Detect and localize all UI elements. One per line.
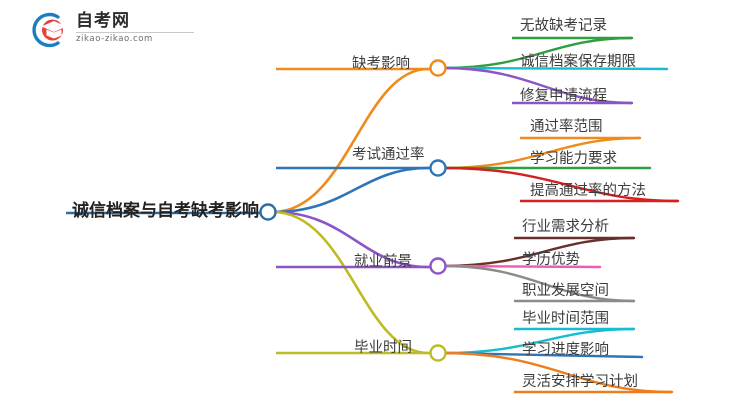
branch-connector-4 [271, 210, 430, 355]
leaf-connector-4-3 [441, 351, 674, 394]
leaf-connector-2-1 [441, 136, 642, 170]
leaf-label-1-3[interactable]: 修复申请流程 [520, 88, 607, 104]
leaf-label-4-1[interactable]: 毕业时间范围 [522, 311, 609, 327]
logo-domain: zikao-zikao.com [76, 34, 153, 44]
logo-text: 自考网 zikao-zikao.com [76, 11, 206, 45]
leaf-connector-1-2 [441, 66, 669, 71]
branch-label-2[interactable]: 考试通过率 [352, 147, 425, 163]
branch-connector-2 [271, 166, 430, 214]
leaf-label-1-1[interactable]: 无故缺考记录 [520, 18, 607, 34]
logo-title: 自考网 [76, 11, 130, 31]
branch-label-1[interactable]: 缺考影响 [352, 56, 410, 72]
root-node[interactable] [259, 203, 277, 221]
leaf-label-4-3[interactable]: 灵活安排学习计划 [522, 374, 638, 390]
leaf-label-2-3[interactable]: 提高通过率的方法 [530, 183, 646, 199]
branch-connector-3 [271, 210, 430, 269]
leaf-label-3-1[interactable]: 行业需求分析 [522, 219, 609, 235]
leaf-label-2-2[interactable]: 学习能力要求 [530, 151, 617, 167]
logo-mark-icon [32, 12, 67, 48]
branch-connector-1 [271, 67, 430, 214]
leaf-connector-3-3 [441, 264, 636, 303]
branch-node-1[interactable] [429, 59, 447, 77]
logo-divider [76, 32, 194, 33]
branch-label-4[interactable]: 毕业时间 [354, 340, 412, 356]
leaf-connector-1-3 [441, 66, 634, 105]
leaf-label-3-3[interactable]: 职业发展空间 [522, 283, 609, 299]
branch-node-2[interactable] [429, 159, 447, 177]
leaf-connector-2-3 [441, 166, 680, 203]
leaf-label-1-2[interactable]: 诚信档案保存期限 [520, 54, 636, 70]
branch-node-4[interactable] [429, 344, 447, 362]
leaf-label-4-2[interactable]: 学习进度影响 [522, 342, 609, 358]
branch-node-3[interactable] [429, 257, 447, 275]
leaf-label-2-1[interactable]: 通过率范围 [530, 119, 603, 135]
leaf-connector-1-1 [441, 36, 634, 70]
site-logo: 自考网 zikao-zikao.com [28, 8, 208, 52]
branch-label-3[interactable]: 就业前景 [354, 254, 412, 270]
leaf-label-3-2[interactable]: 学历优势 [522, 252, 580, 268]
root-label[interactable]: 诚信档案与自考缺考影响 [72, 201, 259, 221]
